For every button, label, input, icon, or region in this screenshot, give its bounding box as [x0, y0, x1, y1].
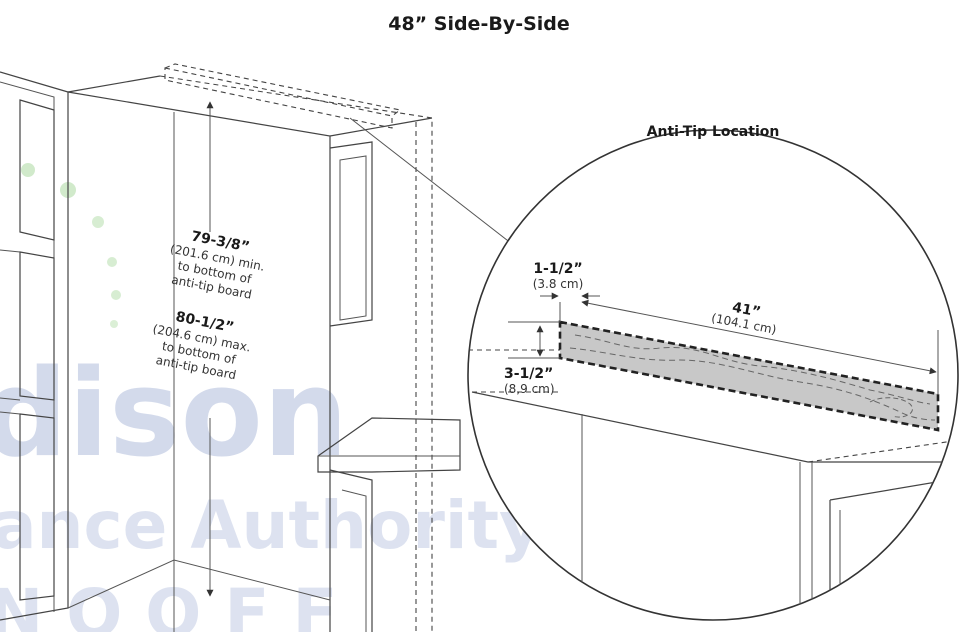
board-length-value: 41”	[731, 300, 762, 321]
refrigerator-enclosure	[67, 63, 513, 632]
diagram-title: 48” Side-By-Side	[388, 13, 570, 35]
anti-tip-detail-inset: Anti-Tip Location 1-1/2” (3.8 cm) 41” (1…	[467, 124, 959, 621]
board-depth-value: 1-1/2”	[533, 261, 582, 277]
board-height-metric: (8,9 cm)	[504, 382, 555, 396]
inset-title: Anti-Tip Location	[647, 124, 780, 140]
height-dimension: 79-3/8” (201.6 cm) min. to bottom of ant…	[152, 101, 266, 597]
board-depth-metric: (3.8 cm)	[533, 277, 584, 291]
left-cabinets	[0, 71, 69, 621]
watermark-bottom: N O O F F	[0, 575, 338, 632]
board-height-value: 3-1/2”	[504, 366, 553, 382]
